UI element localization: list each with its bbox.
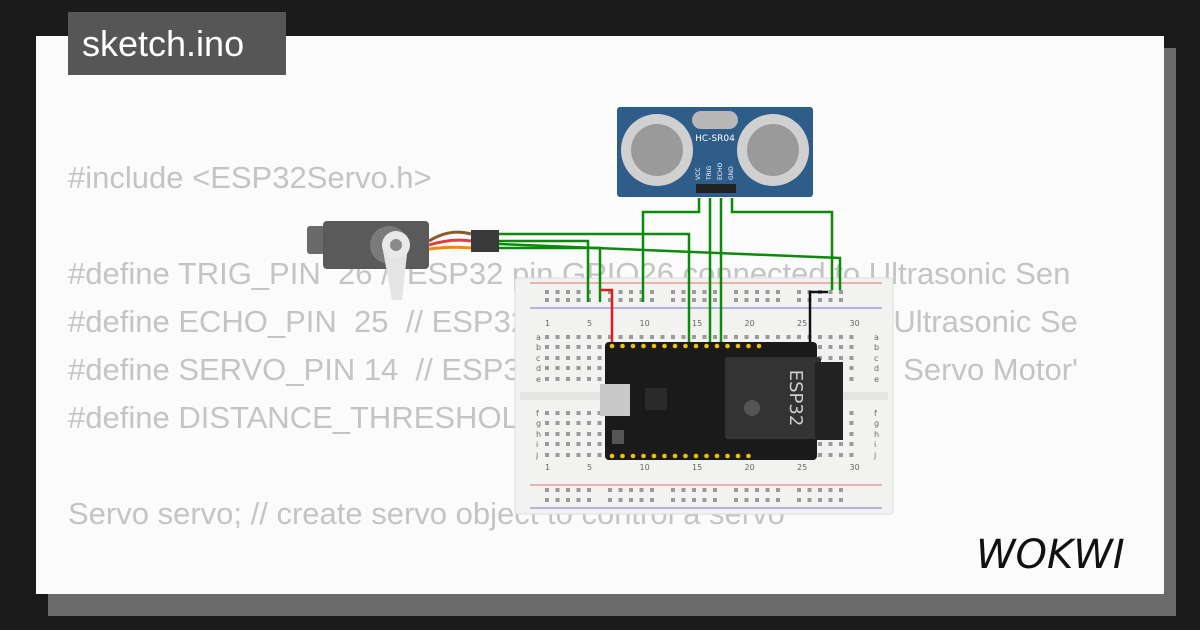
breadboard-row-letter: g: [874, 419, 879, 428]
sensor-pin-label: ECHO: [717, 163, 724, 180]
breadboard-row-letter: h: [874, 430, 879, 439]
sensor-label: HC-SR04: [695, 134, 735, 144]
breadboard-row-letter: d: [536, 364, 541, 373]
breadboard-col-number: 5: [587, 319, 592, 328]
breadboard-row-letter: i: [536, 440, 538, 449]
breadboard-row-letter: i: [874, 440, 876, 449]
breadboard-col-number: 15: [692, 463, 702, 472]
breadboard-row-letter: j: [873, 451, 876, 460]
breadboard-col-number: 30: [850, 319, 860, 328]
breadboard-col-number: 25: [797, 463, 807, 472]
breadboard-col-number: 15: [692, 319, 702, 328]
ultrasonic-sensor: HC-SR04 VCC TRIG ECHO GND: [617, 107, 813, 197]
sensor-pin-label: TRIG: [706, 165, 713, 181]
breadboard-col-number: 5: [587, 463, 592, 472]
breadboard-row-letter: a: [536, 333, 541, 342]
breadboard-row-letter: j: [535, 451, 538, 460]
breadboard-col-number: 30: [850, 463, 860, 472]
breadboard-row-letter: e: [536, 375, 541, 384]
breadboard-row-letter: e: [874, 375, 879, 384]
breadboard-row-letter: f: [874, 409, 877, 418]
breadboard-row-letter: f: [536, 409, 539, 418]
code-line: #include <ESP32Servo.h>: [68, 160, 432, 195]
breadboard-col-number: 20: [745, 463, 755, 472]
breadboard-row-letter: g: [536, 419, 541, 428]
breadboard-row-letter: b: [874, 343, 879, 352]
breadboard-col-number: 1: [545, 319, 550, 328]
sensor-pin-label: GND: [728, 166, 735, 180]
breadboard-row-letter: h: [536, 430, 541, 439]
wokwi-logo: WOKWI: [976, 532, 1125, 576]
file-title: sketch.ino: [68, 12, 286, 75]
breadboard-row-letter: c: [536, 354, 540, 363]
breadboard-col-number: 1: [545, 463, 550, 472]
breadboard-col-number: 10: [640, 463, 650, 472]
servo-motor: [307, 221, 499, 300]
svg-text:WOKWI: WOKWI: [976, 532, 1125, 576]
breadboard-col-number: 20: [745, 319, 755, 328]
code-line: #define DISTANCE_THRESHOLD 50: [68, 400, 585, 435]
breadboard-row-letter: b: [536, 343, 541, 352]
wires: [498, 198, 842, 342]
breadboard-row-letter: c: [874, 354, 878, 363]
breadboard-col-number: 10: [640, 319, 650, 328]
breadboard-row-letter: d: [874, 364, 879, 373]
code-line: // variables will change:: [68, 586, 1078, 594]
sensor-pin-label: VCC: [695, 168, 702, 180]
breadboard-row-letter: a: [874, 333, 879, 342]
breadboard-col-number: 25: [797, 319, 807, 328]
esp32-board: ESP32: [600, 342, 843, 460]
esp32-label: ESP32: [785, 370, 806, 427]
